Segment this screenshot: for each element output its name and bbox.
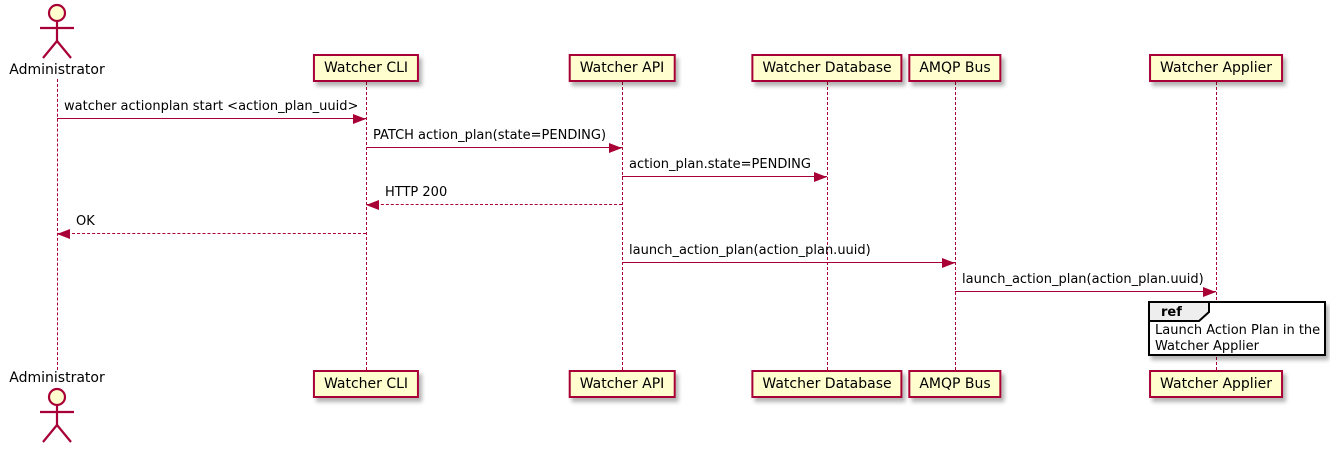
participant-box-top-amqp-bus: AMQP Bus [908,54,1002,82]
actor-label-bottom: Administrator [9,370,105,386]
participant-box-bottom-watcher-cli: Watcher CLI [312,370,420,398]
lifeline-watcher-api [622,82,623,370]
participant-box-bottom-amqp-bus: AMQP Bus [908,370,1002,398]
message-arrowhead-5 [942,257,955,268]
message-arrowhead-0 [353,113,366,124]
message-label-0: watcher actionplan start <action_plan_uu… [64,99,359,114]
message-line-6 [955,291,1216,292]
message-line-2 [622,176,827,177]
message-label-1: PATCH action_plan(state=PENDING) [373,128,607,143]
message-arrowhead-4 [57,228,70,239]
message-line-5 [622,262,955,263]
lifeline-watcher-database [827,82,828,370]
participant-box-bottom-watcher-api: Watcher API [568,370,676,398]
message-label-2: action_plan.state=PENDING [629,157,811,172]
ref-tab-shape [1148,301,1210,322]
actor-figure-bottom [34,387,80,445]
message-arrowhead-3 [366,199,379,210]
lifeline-administrator [57,79,58,370]
participant-box-bottom-watcher-applier: Watcher Applier [1149,370,1283,398]
message-label-6: launch_action_plan(action_plan.uuid) [962,272,1204,287]
participant-box-top-watcher-applier: Watcher Applier [1149,54,1283,82]
actor-label-top: Administrator [9,62,105,78]
message-line-1 [366,147,622,148]
message-label-5: launch_action_plan(action_plan.uuid) [629,243,871,258]
message-label-4: OK [76,214,95,229]
ref-text: Launch Action Plan in the Watcher Applie… [1155,323,1321,354]
lifeline-amqp-bus [955,82,956,370]
message-arrowhead-2 [814,171,827,182]
participant-box-bottom-watcher-database: Watcher Database [751,370,903,398]
actor-figure-top [34,3,80,61]
ref-keyword: ref [1161,305,1182,320]
lifeline-watcher-cli [366,82,367,370]
message-arrowhead-1 [609,142,622,153]
actor-icon [40,387,74,443]
message-line-3 [366,204,622,205]
participant-box-top-watcher-database: Watcher Database [751,54,903,82]
message-arrowhead-6 [1203,286,1216,297]
lifeline-watcher-applier [1216,82,1217,370]
message-line-0 [57,118,366,119]
participant-box-top-watcher-cli: Watcher CLI [312,54,420,82]
participant-box-top-watcher-api: Watcher API [568,54,676,82]
message-line-4 [57,233,366,234]
message-label-3: HTTP 200 [385,185,448,200]
actor-icon [40,3,74,59]
